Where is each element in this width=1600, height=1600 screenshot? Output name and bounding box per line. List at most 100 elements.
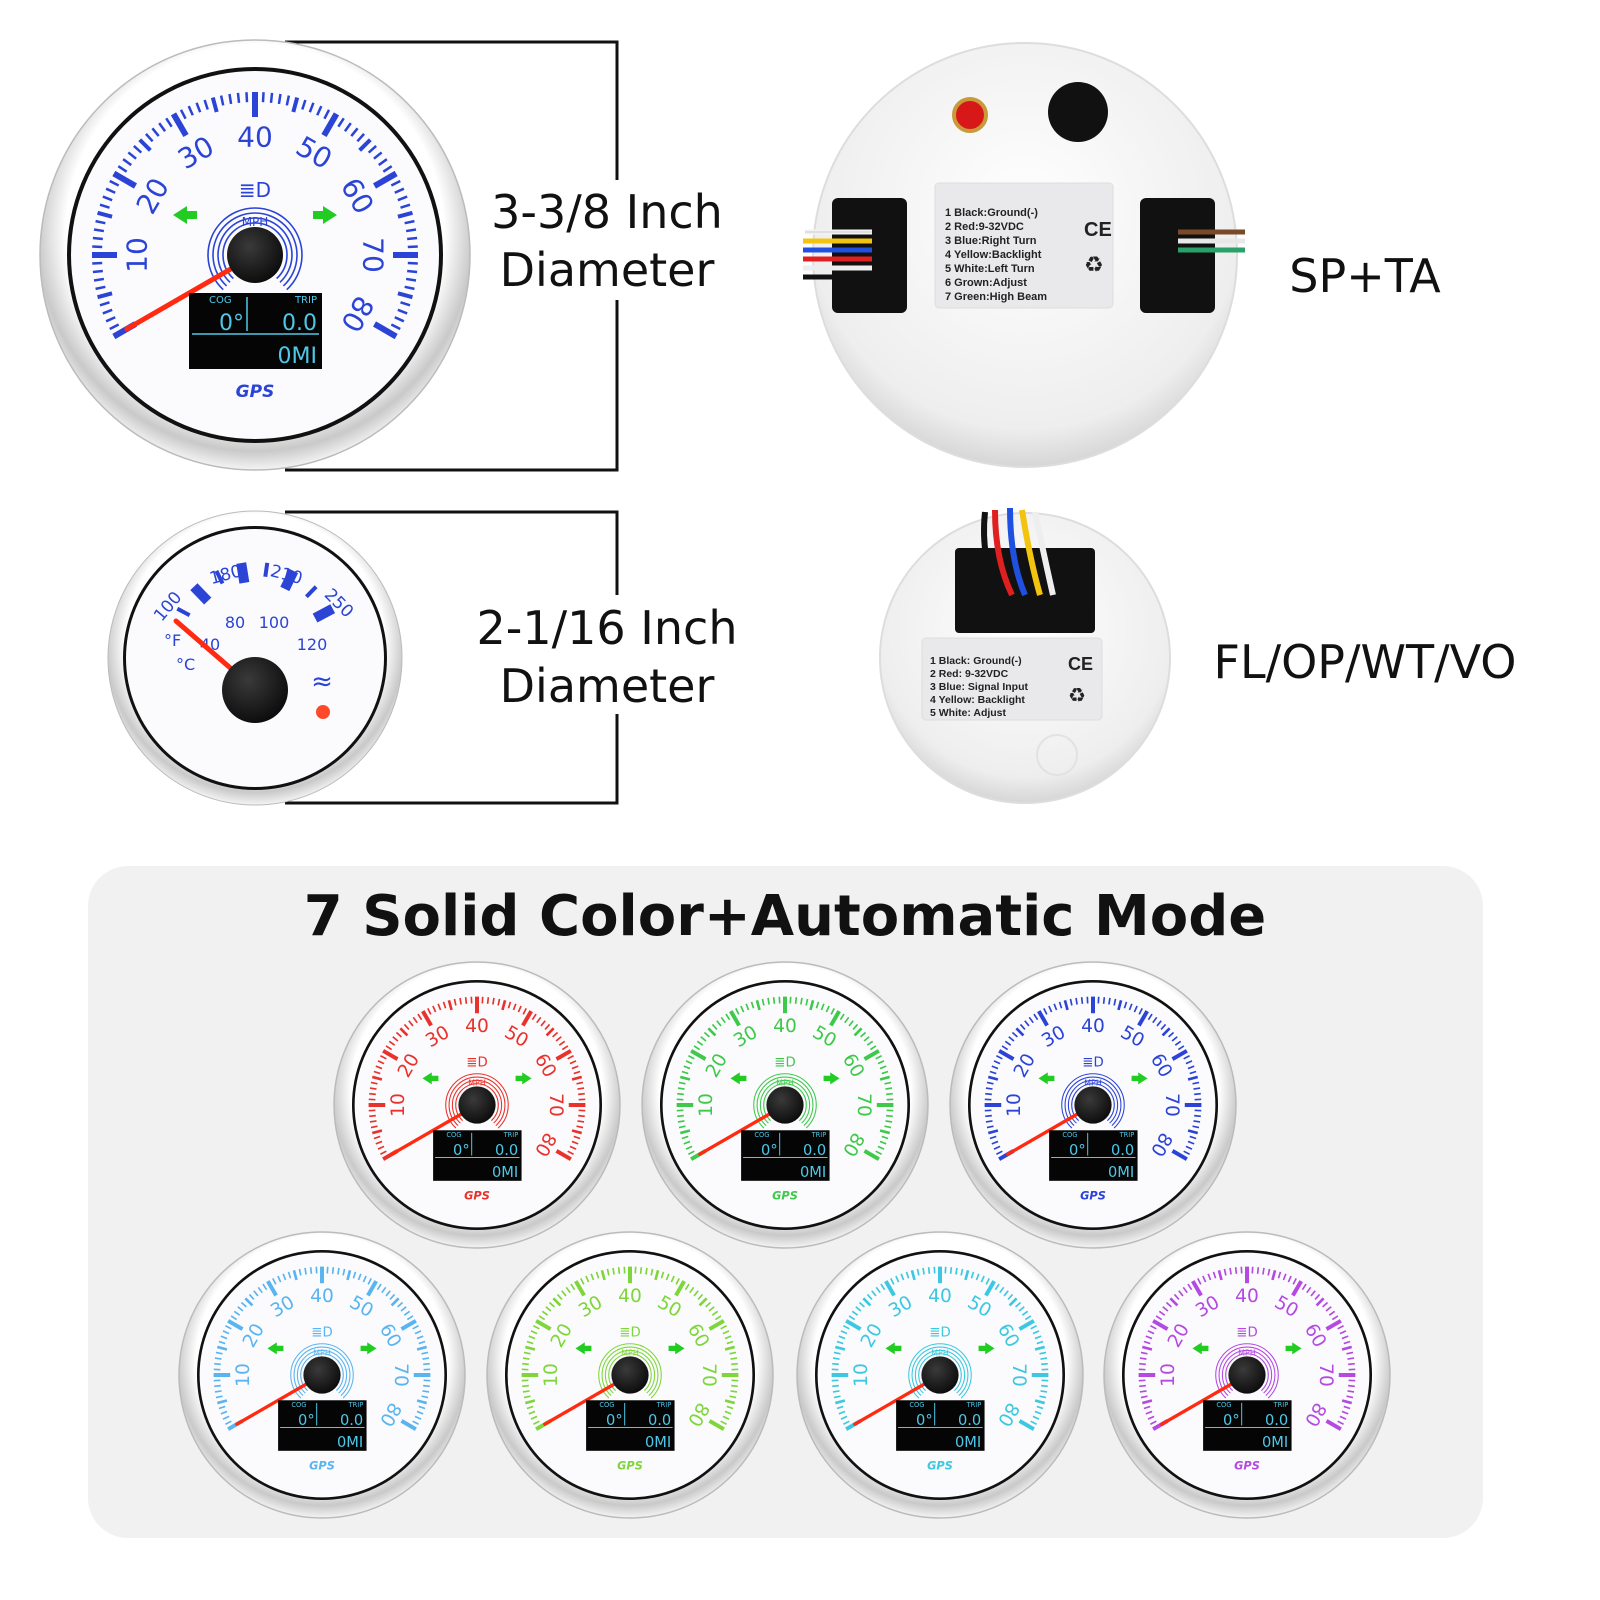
scale-tick [1011, 1031, 1018, 1038]
scale-tick [407, 245, 418, 249]
scale-tick [266, 1280, 278, 1297]
scale-tick [92, 261, 103, 265]
scale-tick [538, 1315, 546, 1321]
celsius-label: 100 [259, 613, 290, 632]
scale-tick [1018, 1419, 1035, 1431]
scale-tick [600, 1269, 606, 1281]
scale-tick [316, 105, 323, 116]
arc-ring [598, 1343, 662, 1399]
scale-tick [1152, 1319, 1169, 1331]
scale-tick [380, 1055, 387, 1060]
scale-tick [684, 1283, 690, 1291]
left-turn-arrow-icon [1038, 1072, 1055, 1085]
arc-ring [601, 1346, 659, 1396]
dimension-bracket-small [285, 510, 619, 805]
scale-tick [272, 1278, 277, 1285]
trip-value: 0.0 [958, 1412, 981, 1429]
scale-tick [99, 203, 110, 209]
arc-ring [914, 1349, 966, 1394]
scale-tick [884, 1081, 892, 1085]
scale-tick [703, 1031, 710, 1038]
scale-tick [678, 1081, 686, 1085]
cog-value: 0° [298, 1412, 315, 1429]
scale-tick [683, 1140, 691, 1145]
right-turn-arrow-icon [1285, 1342, 1302, 1355]
scale-tick [397, 195, 408, 202]
scale-tick [1325, 1306, 1332, 1312]
dimension-large-label-2: Diameter [500, 243, 715, 297]
scale-tick [486, 997, 490, 1004]
scale-tick [399, 1027, 409, 1037]
scale-tick [677, 1114, 684, 1118]
scale-tick [385, 1290, 391, 1297]
scale-tick [214, 1390, 222, 1393]
scale-tick [836, 1340, 844, 1345]
scale-tick [1207, 1273, 1212, 1281]
scale-tick [708, 1319, 725, 1331]
scale-tick [1147, 1013, 1153, 1021]
scale-tick [1287, 1275, 1292, 1283]
scale-label: 40 [465, 1016, 489, 1037]
scale-tick [845, 1319, 862, 1331]
scale-tick [877, 1145, 885, 1150]
scale-tick [1140, 1395, 1148, 1399]
scale-tick [573, 1135, 581, 1140]
scale-tick [407, 269, 418, 274]
scale-tick [105, 187, 116, 194]
scale-tick [367, 1278, 372, 1285]
model-label-speedo: SP+TA [1289, 249, 1441, 303]
scale-tick [377, 1145, 385, 1150]
scale-tick [869, 1045, 877, 1051]
scale-tick [1171, 1149, 1188, 1161]
scale-tick [390, 1297, 400, 1307]
scale-tick [228, 93, 233, 105]
scale-tick [1187, 1075, 1199, 1081]
scale-tick [832, 1390, 840, 1393]
scale-tick [215, 1351, 223, 1355]
scale-tick [407, 261, 418, 265]
scale-tick [985, 1092, 992, 1096]
recycle-icon: ♻ [1084, 253, 1104, 278]
ce-mark: CE [1084, 219, 1112, 241]
arc-ring [212, 212, 298, 287]
scale-tick [524, 1399, 536, 1405]
scale-tick [269, 92, 274, 103]
scale-tick [863, 1149, 880, 1161]
scale-tick [1139, 1362, 1146, 1366]
scale-tick [165, 117, 173, 128]
scale-tick [1117, 999, 1123, 1011]
model-label-small: FL/OP/WT/VO [1214, 635, 1517, 689]
scale-tick [1162, 1306, 1169, 1312]
scale-tick [1202, 1275, 1207, 1283]
scale-tick [1034, 1399, 1046, 1405]
celsius-label: 80 [225, 613, 245, 632]
scale-tick [92, 236, 103, 241]
arc-ring [911, 1346, 969, 1396]
scale-tick [820, 1003, 825, 1011]
scale-tick [1004, 1040, 1012, 1046]
scale-tick [1337, 1325, 1344, 1330]
scale-tick [577, 1087, 585, 1090]
scale-tick [1267, 1268, 1271, 1276]
scale-tick [216, 1399, 228, 1405]
lcd-display [586, 1400, 675, 1451]
scale-tick [370, 1125, 378, 1129]
scale-tick [1137, 1010, 1149, 1027]
needle-hub [921, 1356, 959, 1394]
arc-ring [759, 1079, 811, 1124]
celsius-label: 120 [297, 635, 328, 654]
scale-tick [1150, 1420, 1157, 1425]
scale-tick [244, 1297, 254, 1307]
cog-value: 0° [453, 1142, 470, 1159]
arc-ring [296, 1349, 348, 1394]
lcd-display [1203, 1400, 1292, 1451]
scale-tick [1341, 1345, 1353, 1351]
scale-tick [93, 277, 105, 282]
trip-label: TRIP [811, 1131, 827, 1139]
scale-tick [838, 1410, 846, 1415]
scale-tick [405, 277, 417, 282]
brand-logo: GPS [772, 1189, 798, 1202]
